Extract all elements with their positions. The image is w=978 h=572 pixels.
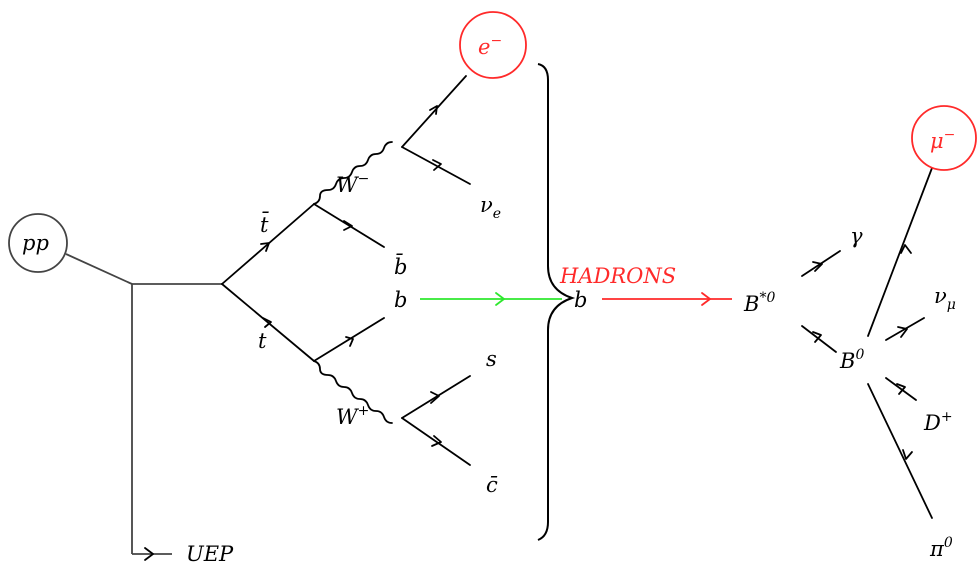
hadrons-label: HADRONS [559,264,676,288]
b-hadronization-arrow [495,292,505,306]
nu-e-arrow [432,159,442,171]
e-minus-circle [459,11,527,79]
e-minus-label: e− [478,33,502,59]
b-star-label: B*0 [743,290,775,316]
gamma-arrow [812,261,823,272]
s-label: s [486,347,497,371]
bstar-b0-arrow [812,331,822,343]
cbar-arrow [431,435,442,447]
mu-minus-line [867,167,933,337]
b0-label: B0 [839,347,864,373]
nu-e-line [401,146,471,185]
hadronization-brace [537,63,576,541]
s-line [401,375,471,419]
mu-minus-circle [911,105,977,171]
cbar-line [401,417,471,466]
hadrons-arrow [701,292,711,306]
pp-circle [8,213,68,273]
s-arrow [430,391,440,404]
mu-minus-arrow [900,244,912,254]
gamma-label: γ [850,224,863,248]
e-minus-arrow [429,105,438,115]
b-after-label: b [574,288,587,312]
cbar-label: c̄ [486,473,498,497]
t-line [221,283,315,362]
b-line [313,317,385,362]
e-minus-line [401,75,467,148]
bbar-arrow [343,220,353,231]
bstar-b0-line [801,325,837,353]
tbar-arrow [260,242,270,252]
nu-mu-label: νμ [934,284,956,313]
bbar-label: b̄ [394,253,407,279]
pp-line [65,253,133,285]
pi0-arrow [902,449,913,460]
nu-mu-arrow [897,326,908,338]
mu-minus-label: μ− [930,127,955,153]
uep-arrow [144,547,154,561]
pi0-label: π0 [929,535,953,561]
w-plus-label: W+ [336,403,369,429]
t-label: t [258,329,267,353]
b-arrow [345,336,354,347]
d-plus-arrow [896,383,906,395]
tbar-label: t̄ [260,211,269,237]
t-arrow [262,317,272,328]
d-plus-label: D+ [923,409,953,435]
nu-e-label: νe [480,193,501,222]
uep-label: UEP [186,542,234,566]
w-minus-boson [313,141,393,205]
d-plus-line [885,377,917,401]
bbar-line [313,203,385,248]
pp-label: pp [22,231,49,255]
pi0-line [867,383,933,519]
w-minus-label: W− [336,171,369,197]
w-plus-boson [313,360,393,424]
b-label: b [394,288,407,312]
